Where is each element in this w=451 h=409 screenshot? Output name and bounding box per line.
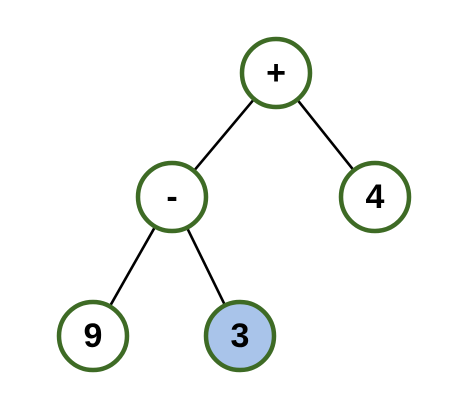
tree-node-three: 3 bbox=[203, 299, 277, 373]
node-circle bbox=[135, 160, 209, 234]
tree-edge-root-minus bbox=[192, 98, 256, 172]
node-circle bbox=[56, 299, 130, 373]
node-label: - bbox=[166, 178, 177, 216]
node-label: + bbox=[266, 54, 286, 92]
tree-edge-minus-nine bbox=[108, 225, 157, 308]
tree-edge-root-four bbox=[296, 98, 355, 172]
tree-edges bbox=[108, 98, 355, 308]
node-circle bbox=[338, 160, 412, 234]
node-label: 3 bbox=[231, 317, 250, 355]
node-circle bbox=[203, 299, 277, 373]
node-circle bbox=[239, 36, 313, 110]
node-label: 4 bbox=[366, 178, 385, 216]
tree-node-minus: - bbox=[135, 160, 209, 234]
node-label: 9 bbox=[84, 317, 103, 355]
tree-edge-minus-three bbox=[185, 226, 227, 307]
tree-node-root: + bbox=[239, 36, 313, 110]
tree-node-four: 4 bbox=[338, 160, 412, 234]
tree-node-nine: 9 bbox=[56, 299, 130, 373]
